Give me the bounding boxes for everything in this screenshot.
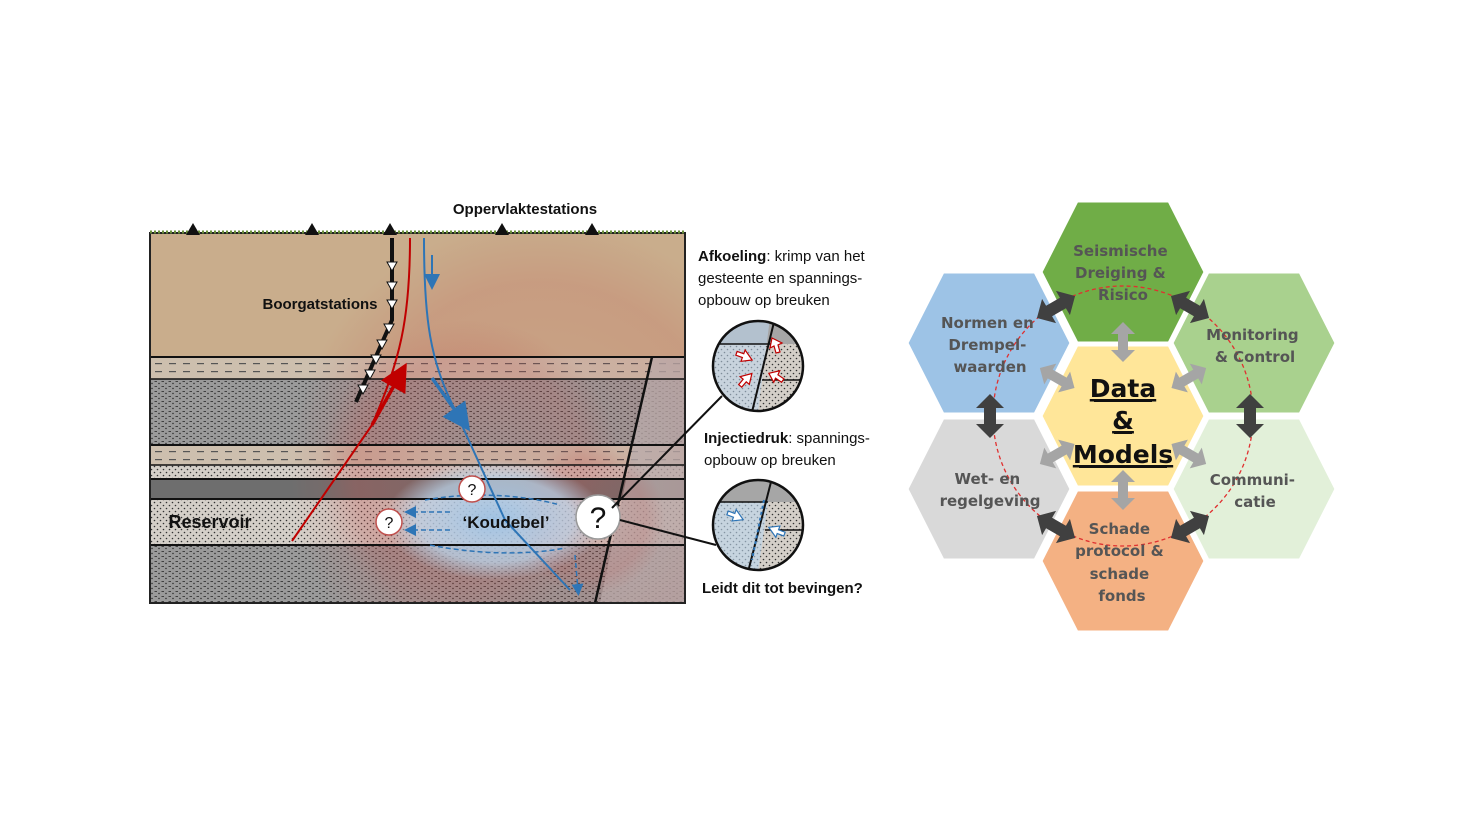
bubble-flow-arrows: [404, 494, 584, 596]
borehole-stations: [357, 261, 398, 396]
hex-law-regulation: [905, 416, 1073, 562]
hex-communication: [1170, 416, 1338, 562]
norms-label: Normen en Drempel- waarden: [941, 314, 1039, 376]
outer-arrows: [976, 290, 1264, 544]
question-bubble-3: [575, 494, 621, 540]
hex-damage-protocol: [1039, 488, 1207, 634]
hex-norms-thresholds: [905, 270, 1073, 416]
reservoir-label: Reservoir: [168, 512, 251, 532]
question-bubble-2: [375, 508, 403, 536]
center-underlines: [1079, 400, 1167, 468]
earthquake-question: Leidt dit tot bevingen?: [702, 580, 863, 597]
injection-line1: Injectiedruk: spannings-: [704, 430, 870, 447]
injection-flow-arrow-2: [430, 376, 471, 432]
center-line1: Data: [1090, 374, 1156, 403]
cooling-zoom-circle: [711, 319, 805, 413]
hex-seismic-risk: [1039, 199, 1207, 345]
damage-label: Schade protocol & schade fonds: [1075, 520, 1169, 605]
injection-zoom-circle: [711, 478, 805, 572]
surface-stations: [186, 223, 599, 235]
callout-line-cooling: [611, 395, 723, 509]
communication-label: Communi- catie: [1210, 471, 1301, 511]
center-line2: &: [1112, 406, 1134, 435]
monitoring-label: Monitoring & Control: [1206, 326, 1304, 366]
question-mark-1: ?: [468, 482, 477, 499]
law-label: Wet- en regelgeving: [940, 470, 1041, 510]
cooling-line2: gesteente en spannings-: [698, 270, 862, 287]
hex-monitoring-control: [1170, 270, 1338, 416]
hexagon-diagram: Seismische Dreiging & Risico Normen en D…: [905, 199, 1338, 634]
question-mark-2: ?: [385, 515, 394, 532]
cold-bubble-label: ‘Koudebel’: [463, 513, 550, 532]
production-flow-arrow: [370, 362, 407, 426]
surface-stations-label: Oppervlaktestations: [453, 201, 597, 218]
callout-line-injection: [619, 519, 717, 546]
question-bubble-1: [458, 475, 486, 503]
geological-cross-section: ? ? ? Oppervlaktestations Boorgatstation…: [149, 201, 870, 604]
borehole-stations-label: Boorgatstations: [262, 296, 377, 313]
cooling-line3: opbouw op breuken: [698, 292, 830, 309]
center-label: Data & Models: [1073, 374, 1173, 469]
question-mark-3: ?: [590, 502, 607, 535]
cooling-line1: Afkoeling: krimp van het: [698, 248, 866, 265]
center-line3: Models: [1073, 440, 1173, 469]
seismic-label: Seismische Dreiging & Risico: [1073, 242, 1173, 304]
hex-data-models: [1039, 343, 1207, 489]
fault-line: [593, 356, 654, 603]
inner-arrows: [1039, 322, 1207, 510]
injection-line2: opbouw op breuken: [704, 452, 836, 469]
